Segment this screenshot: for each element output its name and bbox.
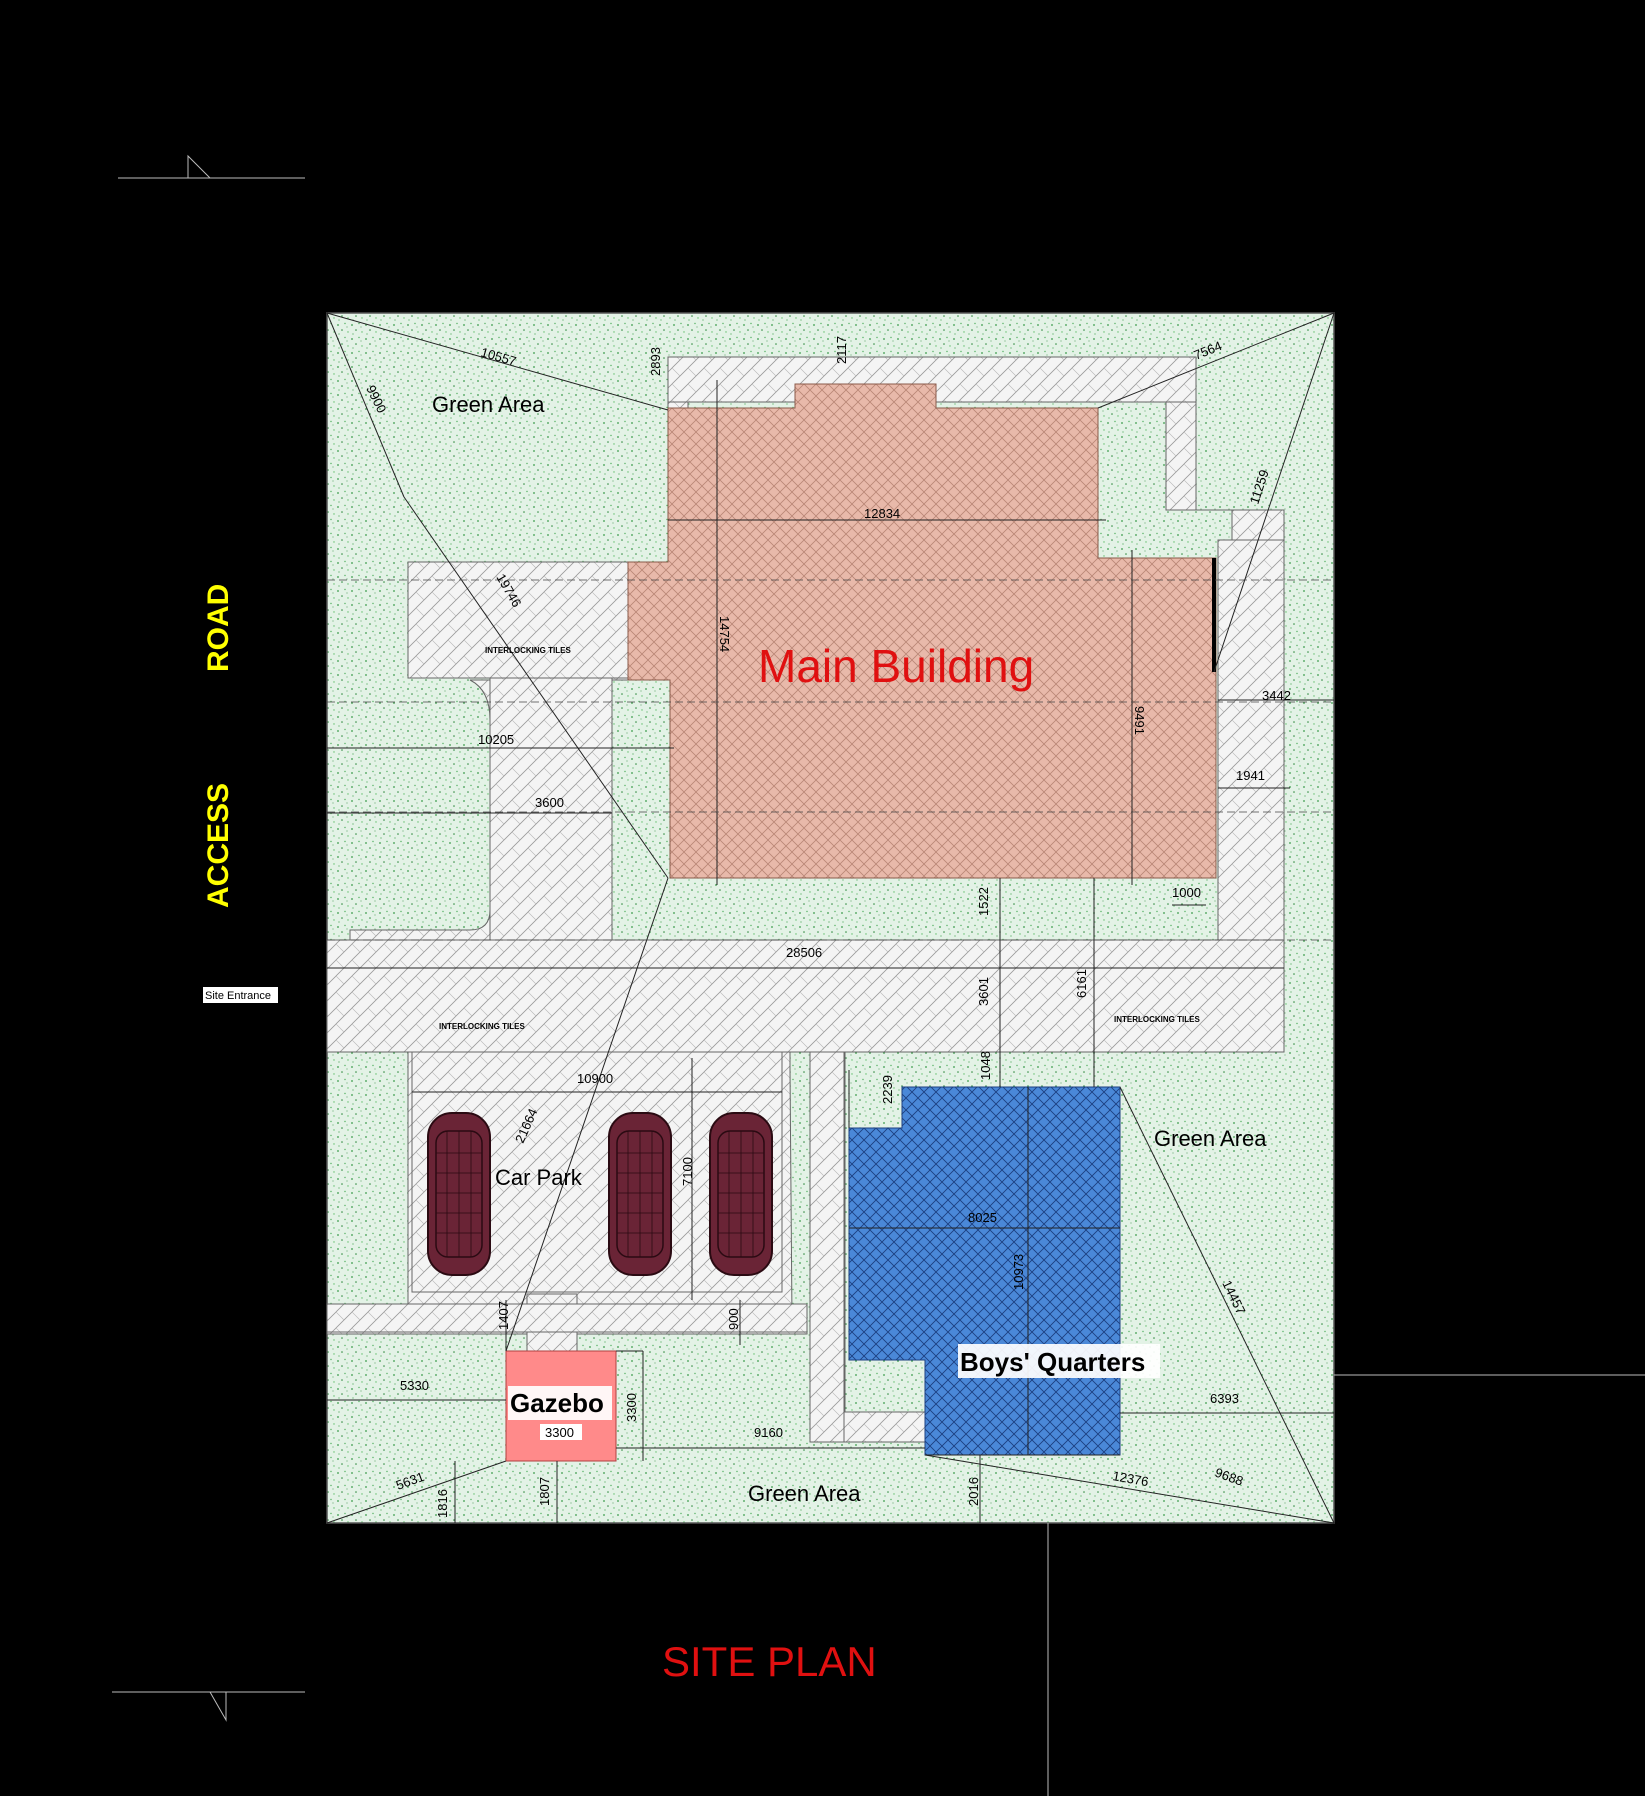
dim-1407: 1407	[496, 1301, 511, 1330]
gazebo-label: Gazebo	[510, 1388, 604, 1418]
dim-3600: 3600	[535, 795, 564, 810]
road-label: ROAD	[202, 584, 235, 672]
car-2	[608, 1112, 672, 1276]
dim-1807: 1807	[537, 1477, 552, 1506]
dim-900: 900	[726, 1308, 741, 1330]
dim-3601: 3601	[976, 977, 991, 1006]
dim-1816: 1816	[435, 1489, 450, 1518]
parked-cars	[427, 1112, 773, 1276]
dim-1941: 1941	[1236, 768, 1265, 783]
dim-2117: 2117	[834, 336, 849, 364]
section-marker-bottom	[112, 1691, 305, 1722]
tiles-labels: INTERLOCKING TILES INTERLOCKING TILES IN…	[439, 646, 1200, 1031]
dim-6393: 6393	[1210, 1391, 1239, 1406]
car-park-label: Car Park	[495, 1165, 583, 1190]
dim-3300-vertical: 3300	[624, 1393, 639, 1422]
gazebo-label-bg	[508, 1386, 612, 1420]
dim-10900: 10900	[577, 1071, 613, 1086]
dim-7100: 7100	[680, 1157, 695, 1186]
sheet-lines	[1047, 1374, 1645, 1796]
green-area-label-e: Green Area	[1154, 1126, 1267, 1151]
car-1	[427, 1112, 491, 1276]
east-walkway	[1217, 539, 1285, 941]
tiles-label-3: INTERLOCKING TILES	[1114, 1015, 1200, 1024]
dim-6161: 6161	[1074, 969, 1089, 998]
boys-quarters-label-bg	[958, 1344, 1160, 1378]
gazebo-dim-bg	[540, 1424, 582, 1440]
dim-2016: 2016	[966, 1477, 981, 1506]
site-entrance-label: Site Entrance	[205, 990, 271, 1002]
dim-12834: 12834	[864, 506, 900, 521]
drawing-title: SITE PLAN	[662, 1638, 877, 1685]
dim-12376: 12376	[1111, 1468, 1149, 1489]
dim-10973: 10973	[1011, 1254, 1026, 1290]
dim-3442: 3442	[1262, 688, 1291, 703]
dim-1000: 1000	[1172, 885, 1201, 900]
main-driveway	[326, 939, 1285, 1053]
dim-5330: 5330	[400, 1378, 429, 1393]
boys-quarters-label: Boys' Quarters	[960, 1347, 1145, 1377]
south-strip	[326, 1303, 808, 1333]
dim-1048: 1048	[978, 1051, 993, 1080]
dim-1522: 1522	[976, 887, 991, 916]
west-drive	[489, 677, 613, 941]
site-entrance-label-bg	[203, 987, 278, 1003]
gazebo-dim-3300: 3300	[545, 1425, 574, 1440]
upper-walkway	[407, 561, 629, 679]
car-3	[709, 1112, 773, 1276]
tiles-label-1: INTERLOCKING TILES	[485, 646, 571, 655]
access-label: ACCESS	[202, 783, 235, 908]
dim-9491: 9491	[1132, 706, 1147, 735]
bq-walk	[809, 1051, 845, 1443]
tiles-label-2: INTERLOCKING TILES	[439, 1022, 525, 1031]
dim-10205: 10205	[478, 732, 514, 747]
green-area-label-nw: Green Area	[432, 392, 545, 417]
dim-2239: 2239	[880, 1075, 895, 1104]
main-building-label: Main Building	[758, 640, 1034, 692]
dim-28506: 28506	[786, 945, 822, 960]
green-area-label-s: Green Area	[748, 1481, 861, 1506]
dim-14754: 14754	[717, 616, 732, 652]
section-marker-top	[118, 154, 305, 179]
dim-8025: 8025	[968, 1210, 997, 1225]
dimension-lines	[326, 312, 1335, 1524]
dim-2893: 2893	[648, 347, 663, 376]
dim-9160: 9160	[754, 1425, 783, 1440]
